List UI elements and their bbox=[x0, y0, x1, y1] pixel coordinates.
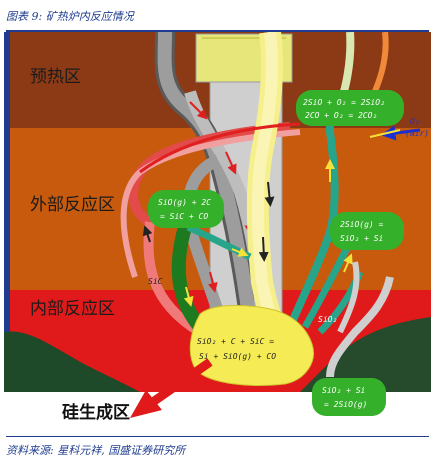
reaction-top-right-line1: 2SiO + O₂ = 2SiO₂ bbox=[303, 98, 385, 107]
reaction-right: 2SiO(g) = SiO₂ + Si bbox=[330, 212, 404, 250]
source-note: 资料来源: 星科元祥, 国盛证券研究所 bbox=[6, 444, 186, 457]
reaction-bottom-right: SiO₂ + Si = 2SiO(g) bbox=[312, 378, 386, 416]
zone-label-inner: 内部反应区 bbox=[30, 299, 115, 319]
sio2-label: SiO₂ bbox=[318, 315, 337, 324]
reaction-top-right-line2: 2CO + O₂ = 2CO₂ bbox=[305, 111, 377, 120]
silicon-outlet: 硅生成区 bbox=[62, 358, 213, 423]
reaction-center-line1: SiO₂ + C + SiC = bbox=[197, 337, 274, 346]
sio2-flow-right: SiO₂ bbox=[318, 32, 394, 378]
reaction-top-right: 2SiO + O₂ = 2SiO₂ 2CO + O₂ = 2CO₂ bbox=[296, 90, 404, 126]
reaction-center: SiO₂ + C + SiC = Si + SiO(g) + CO bbox=[197, 337, 276, 361]
yellow-gas-flow bbox=[246, 32, 285, 332]
oxygen-inlet: O₂ (air) bbox=[369, 117, 429, 141]
reaction-center-line2: Si + SiO(g) + CO bbox=[199, 352, 276, 361]
sic-path: SiC bbox=[148, 225, 206, 332]
reaction-left-line2: = SiC + CO bbox=[160, 212, 208, 221]
outlet-label: 硅生成区 bbox=[62, 402, 130, 423]
bottom-rule bbox=[6, 436, 429, 437]
reaction-right-line2: SiO₂ + Si bbox=[340, 234, 383, 243]
zone-label-preheat: 预热区 bbox=[30, 67, 81, 87]
reaction-bottom-right-line1: SiO₂ + Si bbox=[322, 386, 365, 395]
figure-caption: 图表 9: 矿热炉内反应情况 bbox=[6, 10, 134, 23]
left-ground bbox=[4, 331, 140, 392]
top-rule bbox=[6, 30, 429, 32]
reaction-bottom-right-line2: = 2SiO(g) bbox=[324, 400, 367, 409]
furnace-diagram: SiC SiO₂ O₂ (air) bbox=[4, 32, 431, 432]
reaction-right-line1: 2SiO(g) = bbox=[340, 220, 384, 229]
sic-label: SiC bbox=[148, 277, 163, 286]
reaction-left-line1: SiO(g) + 2C bbox=[158, 198, 211, 207]
reaction-left: SiO(g) + 2C = SiC + CO bbox=[148, 190, 224, 228]
preheat-gas-flow bbox=[139, 122, 301, 174]
o2-label: O₂ bbox=[410, 117, 420, 126]
air-label: (air) bbox=[405, 129, 429, 138]
zone-label-outer: 外部反应区 bbox=[30, 195, 115, 215]
